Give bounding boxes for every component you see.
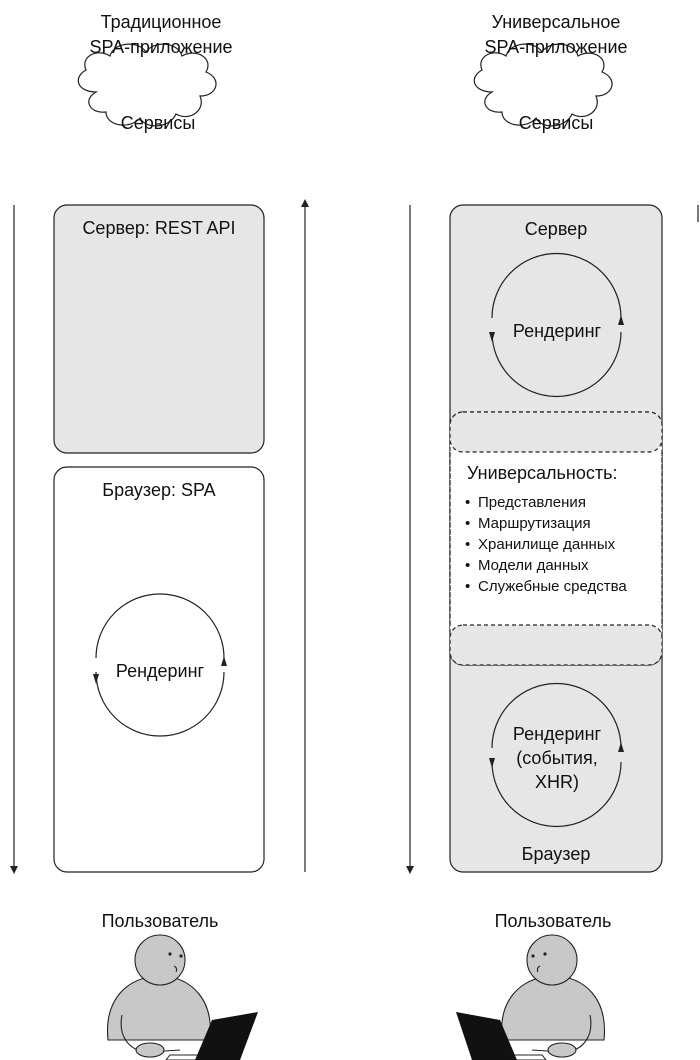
right-title-line1: Универсальное <box>491 12 621 32</box>
right-browser-label: Браузер <box>521 844 591 864</box>
browser-render-line3: XHR) <box>535 772 579 792</box>
left-user-label: Пользователь <box>101 911 219 931</box>
universality-bottom-band <box>449 624 663 666</box>
list-item: Служебные средства <box>465 576 627 597</box>
left-render-label: Рендеринг <box>115 661 205 681</box>
left-browser-box <box>53 466 265 873</box>
left-title-line2: SPA-приложение <box>89 37 233 57</box>
left-server-label: Сервер: REST API <box>82 218 236 238</box>
cycle-arrows-icon-server <box>489 252 624 398</box>
universality-top-band <box>449 411 663 453</box>
left-title-line1: Традиционное <box>100 12 222 32</box>
browser-render-line1: Рендеринг <box>512 724 602 744</box>
browser-render-line2: (события, <box>516 748 598 768</box>
list-item: Модели данных <box>465 555 627 576</box>
left-title: Традиционное SPA-приложение <box>46 10 276 60</box>
person-at-laptop-icon-right <box>456 934 606 1060</box>
list-item: Хранилище данных <box>465 534 627 555</box>
right-browser-render-label: Рендеринг (события, XHR) <box>497 722 617 794</box>
right-cloud-label: Сервисы <box>518 113 594 133</box>
list-item: Представления <box>465 492 627 513</box>
left-cloud-label: Сервисы <box>120 113 196 133</box>
universality-title: Универсальность: <box>467 463 618 483</box>
person-at-laptop-icon-left <box>106 934 258 1060</box>
left-browser-label: Браузер: SPA <box>102 480 216 500</box>
cycle-arrows-icon-browser <box>489 682 624 828</box>
left-server-box <box>53 204 265 454</box>
cycle-arrows-icon-left <box>93 593 227 737</box>
right-user-label: Пользователь <box>494 911 612 931</box>
cloud-icon-right <box>473 43 613 127</box>
cloud-icon-left <box>77 43 217 127</box>
right-title: Универсальное SPA-приложение <box>441 10 671 60</box>
right-server-label: Сервер <box>524 219 588 239</box>
universality-list: Представления Маршрутизация Хранилище да… <box>465 492 627 597</box>
right-server-render-label: Рендеринг <box>512 321 602 341</box>
list-item: Маршрутизация <box>465 513 627 534</box>
right-title-line2: SPA-приложение <box>484 37 628 57</box>
